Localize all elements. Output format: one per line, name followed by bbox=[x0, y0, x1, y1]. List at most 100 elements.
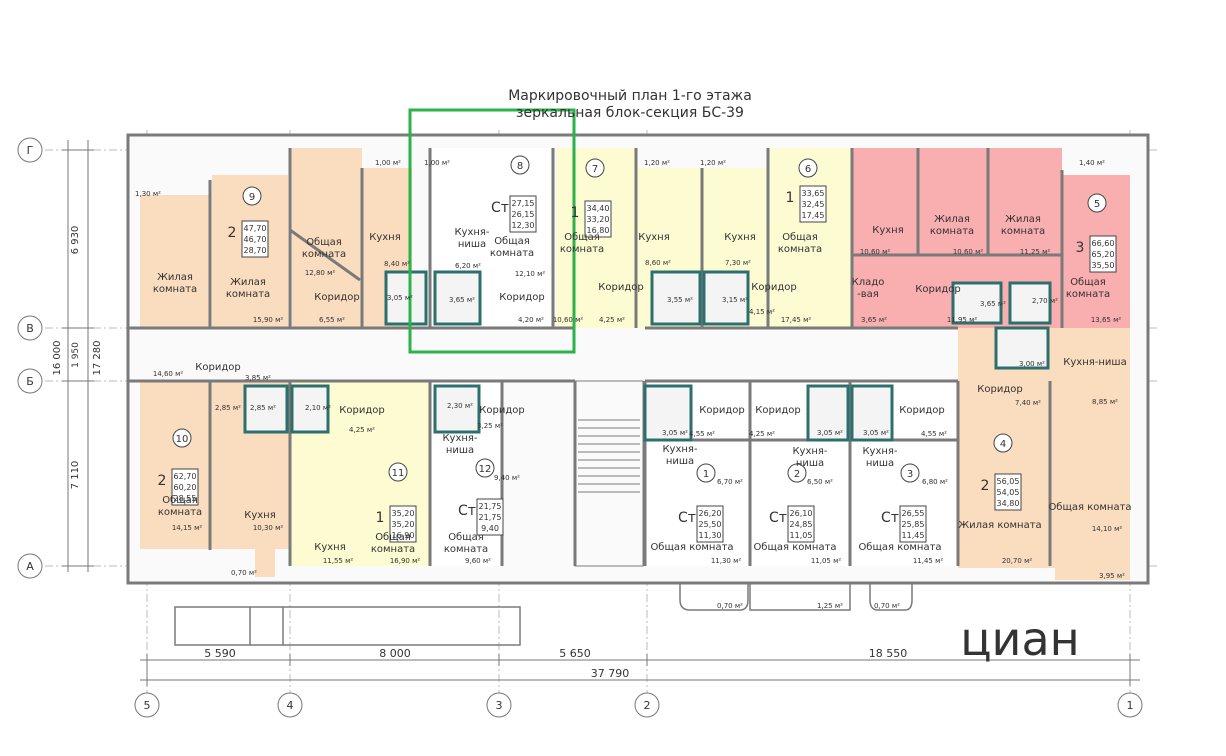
axis-label-col-4: 1 bbox=[1127, 699, 1134, 712]
area-a20: 4,20 м² bbox=[518, 316, 544, 324]
apartment-area-2-1: 24,85 bbox=[790, 520, 813, 529]
apartment-marker-12 bbox=[475, 458, 495, 478]
room-label-54: комната bbox=[444, 544, 488, 555]
apartment-area-1-2: 11,30 bbox=[699, 531, 722, 540]
apartment-area-7-2: 16,80 bbox=[587, 226, 610, 235]
room-label-13: Общая bbox=[564, 232, 600, 243]
room-label-44: ниша bbox=[796, 458, 824, 469]
area-a4: 1,20 м² bbox=[644, 159, 670, 167]
area-a33: 3,85 м² bbox=[245, 374, 271, 382]
apartment-area-10-2: 28,55 bbox=[174, 494, 197, 503]
apartment-number-7: 7 bbox=[592, 164, 598, 175]
area-a31: 11,95 м² bbox=[947, 316, 978, 324]
dim-left-0: 6 930 bbox=[70, 226, 81, 255]
room-label-21: Кухня bbox=[872, 225, 904, 236]
apartment-area-box-2 bbox=[787, 505, 815, 543]
room-label-10: Общая bbox=[494, 236, 530, 247]
room-label-58: Жилая комната bbox=[958, 520, 1041, 531]
area-a8: 8,40 м² bbox=[384, 260, 410, 268]
area-a49: 9,40 м² bbox=[494, 474, 520, 482]
room-label-57: Общая комната bbox=[858, 542, 941, 553]
apartment-number-5: 5 bbox=[1094, 199, 1100, 210]
room-label-45: Кухня- bbox=[862, 446, 897, 457]
room-label-4: Общая bbox=[306, 237, 342, 248]
apartment-area-box-12 bbox=[476, 498, 504, 536]
area-a2: 1,00 м² bbox=[375, 159, 401, 167]
area-a30: 13,65 м² bbox=[1091, 316, 1122, 324]
room-label-30: комната bbox=[1066, 289, 1110, 300]
area-a13: 10,60 м² bbox=[860, 248, 891, 256]
apartment-area-11-1: 35,20 bbox=[392, 520, 415, 529]
dim-bottom-3: 18 550 bbox=[869, 647, 908, 660]
area-a50: 6,70 м² bbox=[717, 478, 743, 486]
dim-left-3: 16 000 bbox=[52, 341, 63, 376]
area-a36: 7,40 м² bbox=[1015, 399, 1041, 407]
apartment-area-1-0: 26,20 bbox=[699, 509, 722, 518]
area-a9: 6,20 м² bbox=[455, 262, 481, 270]
apartment-rooms-6: 1 bbox=[786, 190, 795, 206]
room-label-32: Коридор bbox=[977, 384, 1022, 395]
apartment-area-5-0: 66,60 bbox=[1092, 239, 1115, 248]
room-label-52: комната bbox=[371, 544, 415, 555]
room-label-49: Кухня bbox=[244, 510, 276, 521]
apartment-area-1-1: 25,50 bbox=[699, 520, 722, 529]
apartment-area-3-2: 11,45 bbox=[902, 531, 925, 540]
area-a57: 9,60 м² bbox=[465, 557, 491, 565]
dim-left-4: 17 280 bbox=[92, 341, 103, 376]
apartment-number-6: 6 bbox=[805, 164, 811, 175]
room-label-59: Общая комната bbox=[1048, 502, 1131, 513]
area-a62: 14,10 м² bbox=[1092, 525, 1123, 533]
apartment-marker-4 bbox=[993, 433, 1013, 453]
axis-label-row-1: В bbox=[26, 322, 34, 335]
room-label-48: комната bbox=[158, 507, 202, 518]
apartment-area-6-0: 33,65 bbox=[802, 189, 825, 198]
apartment-area-5-1: 65,20 bbox=[1092, 250, 1115, 259]
apartment-area-7-0: 34,40 bbox=[587, 204, 610, 213]
dim-left-2: 7 110 bbox=[70, 461, 81, 490]
area-a44: 4,55 м² bbox=[689, 430, 715, 438]
axis-label-col-2: 3 bbox=[496, 699, 503, 712]
area-a41: 2,30 м² bbox=[447, 402, 473, 410]
dim-bottom-1: 8 000 bbox=[379, 647, 411, 660]
room-label-17: Кухня bbox=[724, 232, 756, 243]
area-a47: 3,05 м² bbox=[863, 429, 889, 437]
room-label-33: Коридор bbox=[195, 362, 240, 373]
apartment-area-2-0: 26,10 bbox=[790, 509, 813, 518]
apartment-area-11-0: 35,20 bbox=[392, 509, 415, 518]
room-label-24: Жилая bbox=[1005, 214, 1041, 225]
balconies bbox=[174, 583, 913, 646]
apartment-area-12-0: 21,75 bbox=[479, 502, 502, 511]
area-a12: 7,30 м² bbox=[725, 259, 751, 267]
apartment-marker-5 bbox=[1087, 193, 1107, 213]
apartment-area-box-5 bbox=[1089, 235, 1117, 273]
apartment-area-10-1: 60,20 bbox=[174, 483, 197, 492]
room-label-46: ниша bbox=[866, 458, 894, 469]
room-label-51: Общая bbox=[375, 532, 411, 543]
room-label-35: Коридор bbox=[479, 405, 524, 416]
area-a3: 1,00 м² bbox=[424, 159, 450, 167]
room-label-38: Коридор bbox=[699, 405, 744, 416]
apartment-marker-3 bbox=[900, 463, 920, 483]
axis-label-col-3: 2 bbox=[644, 699, 651, 712]
room-label-3: комната bbox=[226, 289, 270, 300]
apartment-marker-2 bbox=[787, 463, 807, 483]
area-a15: 11,25 м² bbox=[1020, 248, 1051, 256]
room-label-42: ниша bbox=[666, 456, 694, 467]
area-a22: 4,25 м² bbox=[599, 316, 625, 324]
area-a67: 3,95 м² bbox=[1099, 572, 1125, 580]
dim-bottom-2: 5 650 bbox=[559, 647, 591, 660]
area-a65: 1,25 м² bbox=[817, 602, 843, 610]
apartment-area-4-1: 54,05 bbox=[997, 488, 1020, 497]
area-a66: 0,70 м² bbox=[874, 602, 900, 610]
apartment-rooms-3: Ст bbox=[881, 510, 899, 526]
dimension-lines bbox=[62, 140, 1140, 686]
area-a52: 6,80 м² bbox=[922, 478, 948, 486]
apartment-area-8-2: 12,30 bbox=[512, 221, 535, 230]
apartment-area-7-1: 33,20 bbox=[587, 215, 610, 224]
area-a28: 3,65 м² bbox=[980, 300, 1006, 308]
axis-label-row-2: Б bbox=[26, 375, 34, 388]
area-a63: 0,70 м² bbox=[231, 569, 257, 577]
area-a45: 4,25 м² bbox=[749, 430, 775, 438]
area-a59: 11,05 м² bbox=[811, 557, 842, 565]
